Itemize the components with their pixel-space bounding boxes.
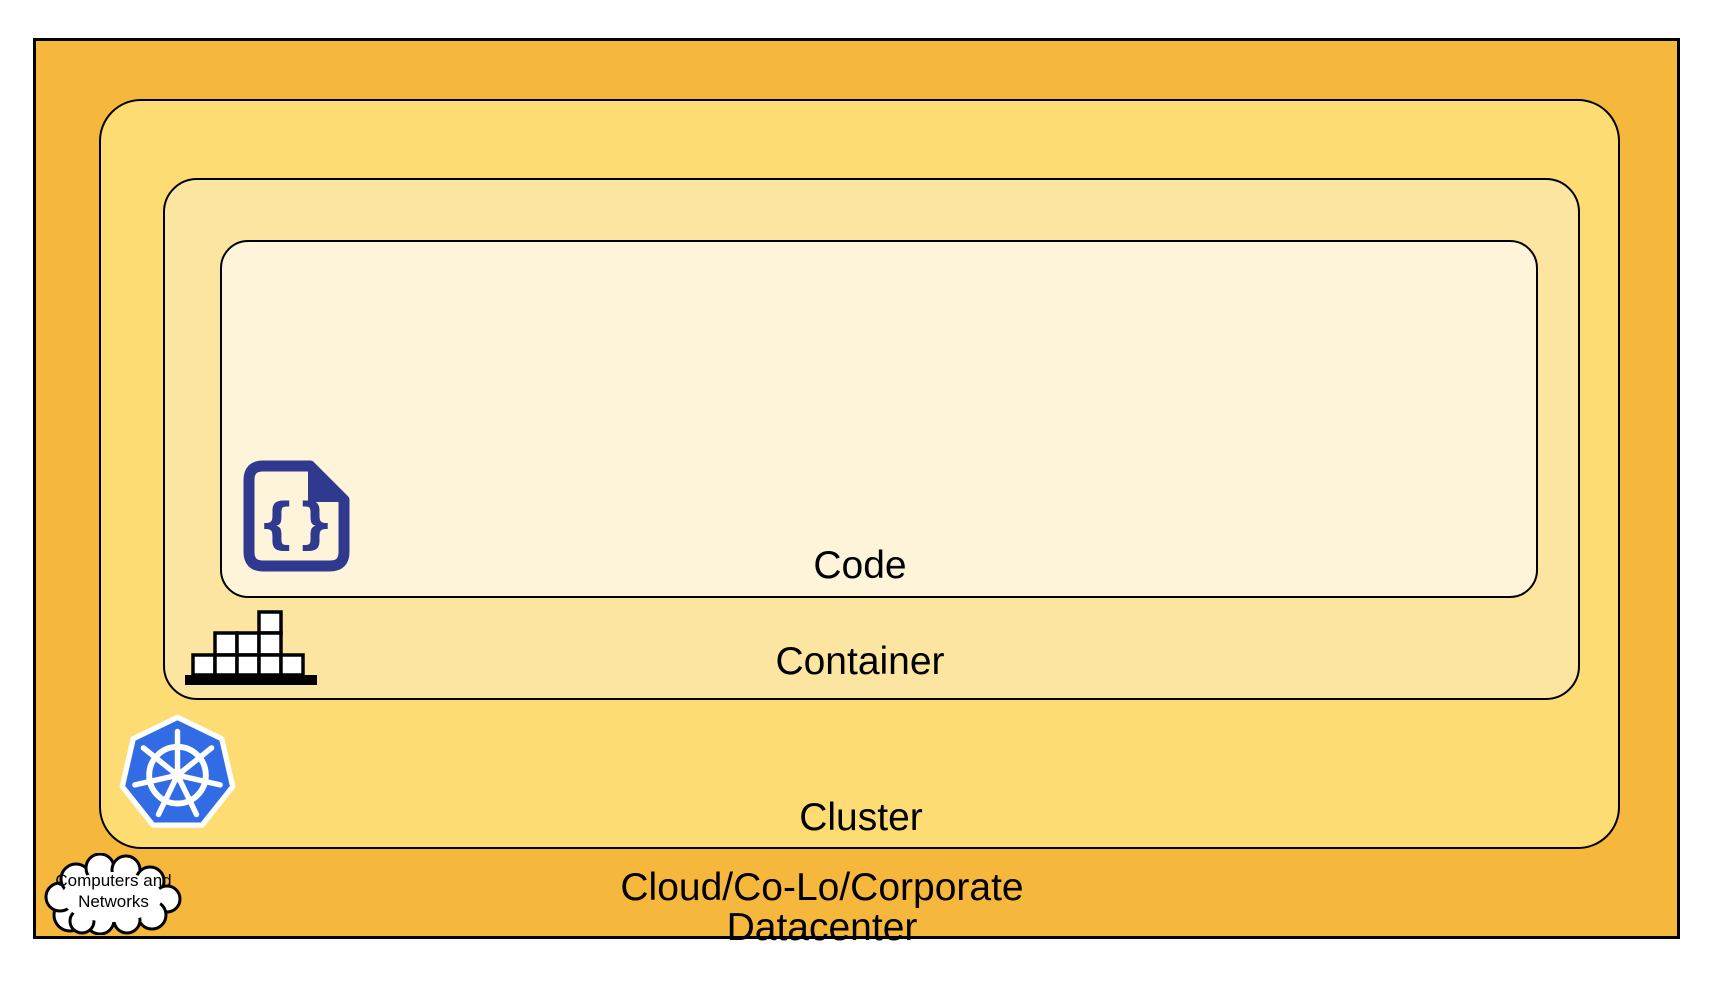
container-blocks-icon — [185, 610, 317, 685]
cloud-icon: Computers and Networks — [42, 853, 185, 935]
code-label: Code — [813, 544, 907, 587]
cloud-label: Computers and Networks — [42, 870, 185, 912]
datacenter-label-line2: Datacenter — [726, 906, 918, 949]
cluster-label: Cluster — [799, 796, 923, 839]
cloud-label-line2: Networks — [78, 892, 149, 911]
kubernetes-icon — [118, 714, 237, 833]
layer-code — [220, 240, 1538, 598]
datacenter-label: Cloud/Co-Lo/Corporate Datacenter — [620, 868, 1023, 948]
cloud-label-line1: Computers and — [55, 871, 172, 890]
code-braces-glyph: {} — [258, 492, 335, 555]
container-label: Container — [775, 640, 945, 683]
code-file-icon: {} — [240, 457, 353, 575]
datacenter-label-line1: Cloud/Co-Lo/Corporate — [620, 866, 1024, 909]
